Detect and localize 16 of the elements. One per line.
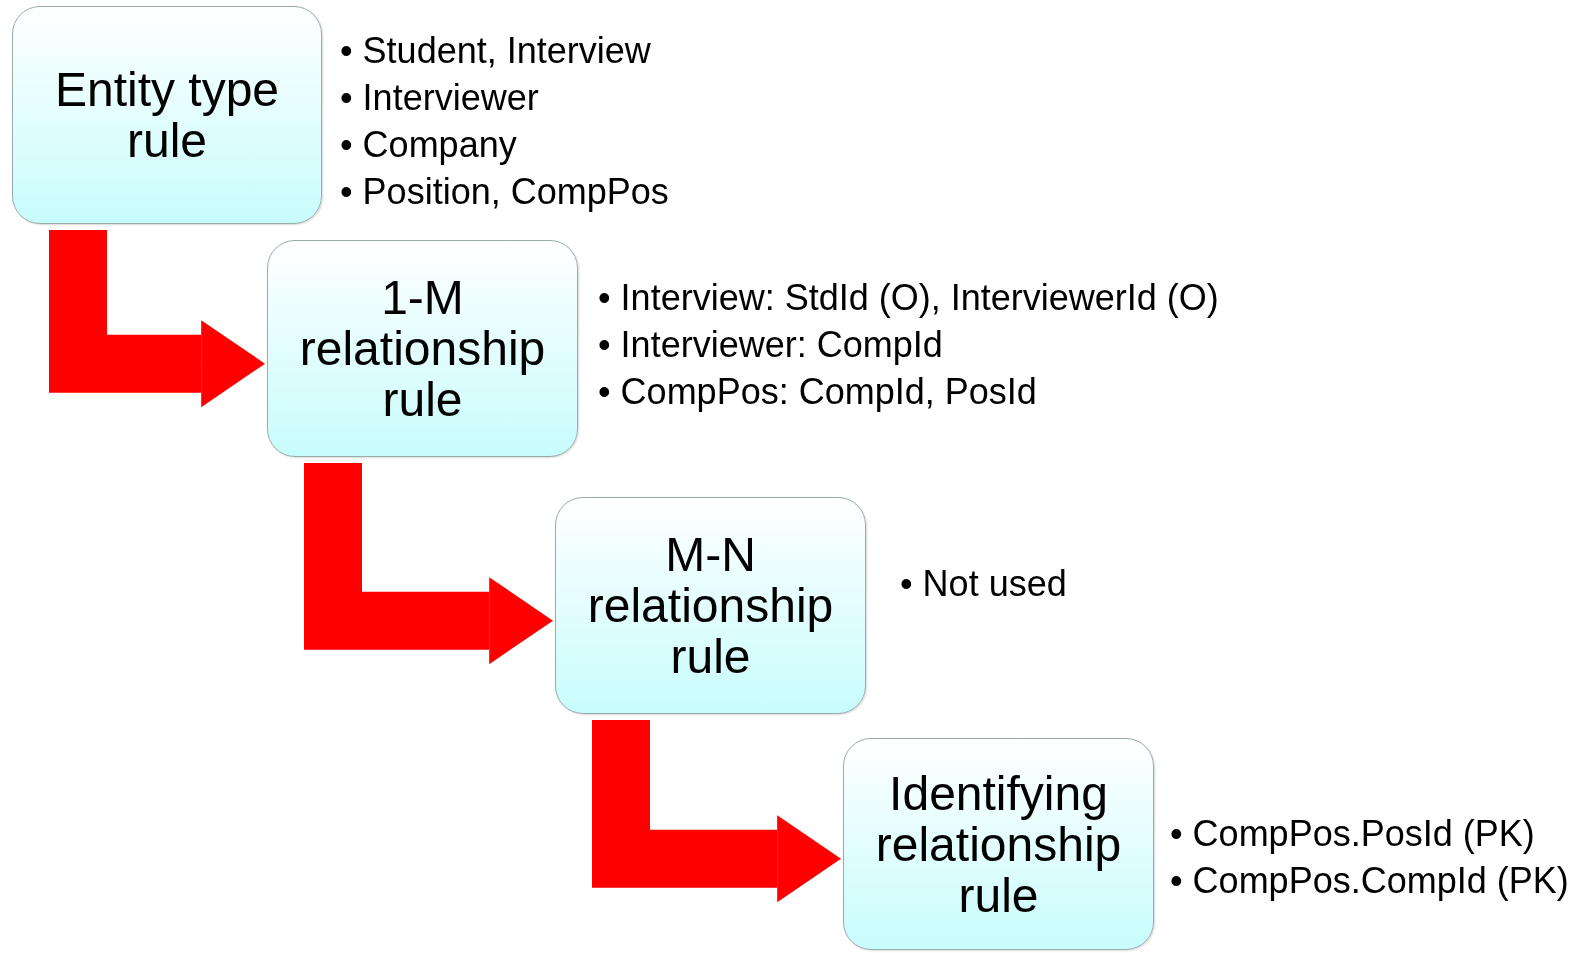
bullet-item: • Interview: StdId (O), InterviewerId (O) [598,276,1219,320]
rule-title: Entity type rule [53,64,281,166]
bullet-item: • CompPos.PosId (PK) [1170,812,1536,856]
rule-title: 1-M relationship rule [298,272,547,425]
bullet-item: • Company [340,123,518,167]
step-arrow [49,230,265,408]
bullet-item: • CompPos: CompId, PosId [598,370,1038,414]
bullet-item: • Position, CompPos [340,170,669,214]
bullet-item: • Interviewer [340,76,540,120]
bullet-item: • Not used [900,562,1067,606]
step-arrow [592,720,841,903]
bullet-item: • Student, Interview [340,29,652,73]
bullet-item: • CompPos.CompId (PK) [1170,859,1569,903]
rule-title: Identifying relationship rule [874,767,1123,921]
bullet-item: • Interviewer: CompId [598,323,944,367]
rule-title: M-N relationship rule [586,529,835,682]
